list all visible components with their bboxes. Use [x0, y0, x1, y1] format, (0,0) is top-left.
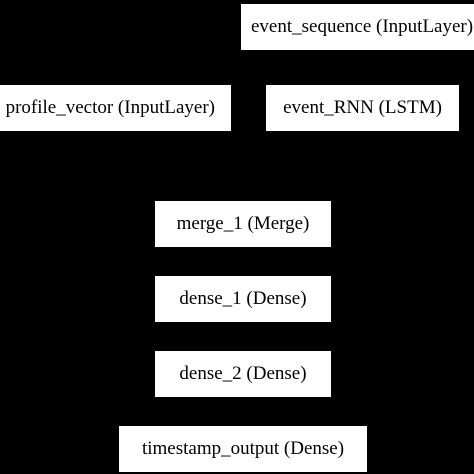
- event-rnn-label: event_RNN (LSTM): [283, 97, 442, 118]
- dense-1-label: dense_1 (Dense): [179, 288, 307, 309]
- event-sequence-label: event_sequence (InputLayer): [251, 16, 474, 37]
- dense-2-label: dense_2 (Dense): [179, 363, 307, 384]
- event-sequence-node: event_sequence (InputLayer): [241, 4, 474, 50]
- timestamp-output-label: timestamp_output (Dense): [141, 438, 345, 459]
- merge-1-node: merge_1 (Merge): [155, 201, 331, 247]
- dense-2-node: dense_2 (Dense): [155, 351, 331, 397]
- event-rnn-node: event_RNN (LSTM): [266, 85, 459, 131]
- profile-vector-label: profile_vector (InputLayer): [5, 97, 215, 118]
- timestamp-output-node: timestamp_output (Dense): [119, 426, 367, 472]
- profile-vector-node: profile_vector (InputLayer): [0, 85, 231, 131]
- dense-1-node: dense_1 (Dense): [155, 276, 331, 322]
- merge-1-label: merge_1 (Merge): [176, 213, 310, 234]
